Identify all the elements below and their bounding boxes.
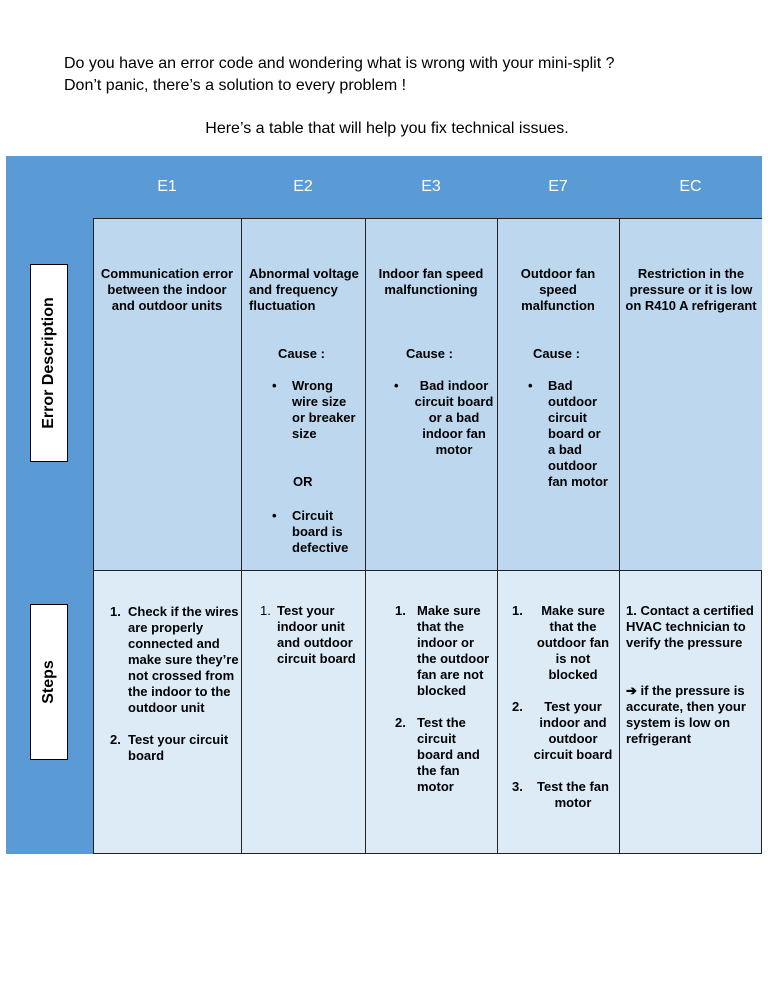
step-number: 1.: [395, 603, 406, 618]
desc-e2: Abnormal voltage and frequency fluctuati…: [249, 266, 359, 313]
grid-line: [619, 218, 620, 854]
step-number: 1.: [512, 603, 523, 618]
table-intro: Here’s a table that will help you fix te…: [205, 120, 569, 137]
desc-e7: Outdoor fan speed malfunction: [520, 266, 596, 313]
header-e7: E7: [548, 178, 568, 195]
grid-line: [497, 218, 498, 854]
step-number: 2.: [395, 715, 406, 730]
step-text: Test the circuit board and the fan motor: [417, 715, 480, 794]
grid-line: [93, 570, 762, 571]
step-number: 2.: [512, 699, 523, 714]
header-e1: E1: [157, 178, 177, 195]
header-ec: EC: [679, 178, 702, 195]
step-number: 1.: [260, 603, 271, 618]
desc-e1: Communication error between the indoor a…: [100, 266, 234, 313]
error-code-table: E1 E2 E3 E7 EC Error Description Steps C…: [6, 156, 762, 854]
step-text: Test your indoor and outdoor circuit boa…: [533, 699, 613, 762]
step-item: 3. Test the fan motor: [512, 779, 616, 811]
intro-text: Do you have an error code and wondering …: [64, 53, 615, 97]
step-text: Make sure that the outdoor fan is not bl…: [536, 603, 610, 682]
steps-ec-2: ➔ if the pressure is accurate, then your…: [626, 683, 760, 747]
step-number: 3.: [512, 779, 523, 794]
grid-line: [93, 218, 762, 219]
steps-e2: 1. Test your indoor unit and outdoor circ…: [260, 603, 364, 667]
cause-item: Wrong wire size or breaker size: [270, 378, 360, 442]
step-item: 1. Make sure that the indoor or the outdo…: [395, 603, 495, 699]
cause-list-e7: Bad outdoor circuit board or a bad outdo…: [526, 378, 608, 490]
row-label-description-box: Error Description: [30, 264, 68, 462]
cause-label-e7: Cause :: [533, 346, 580, 361]
step-text: Check if the wires are properly connecte…: [128, 604, 239, 715]
header-e2: E2: [293, 178, 313, 195]
steps-e7: 1. Make sure that the outdoor fan is not …: [512, 603, 616, 811]
step-text: Test the fan motor: [537, 779, 609, 810]
row-label-description: Error Description: [40, 297, 57, 429]
grid-line: [365, 218, 366, 854]
steps-ec-2-text: if the pressure is accurate, then your s…: [626, 683, 746, 746]
cause-item: Bad outdoor circuit board or a bad outdo…: [526, 378, 608, 490]
row-label-steps-box: Steps: [30, 604, 68, 760]
step-text: Make sure that the indoor or the outdoor…: [417, 603, 490, 698]
cause-item: Bad indoor circuit board or a bad indoor…: [392, 378, 494, 458]
arrow-right-icon: ➔: [626, 683, 637, 698]
grid-line: [93, 218, 94, 854]
table-header-row: E1 E2 E3 E7 EC: [6, 156, 762, 218]
step-number: 2.: [110, 732, 121, 747]
header-e3: E3: [421, 178, 441, 195]
cause-or: OR: [293, 474, 313, 489]
row-label-steps-cell: Steps: [6, 570, 93, 854]
steps-e3: 1. Make sure that the indoor or the outdo…: [395, 603, 495, 795]
step-item: 1. Test your indoor unit and outdoor circ…: [260, 603, 364, 667]
cause-list-e3: Bad indoor circuit board or a bad indoor…: [392, 378, 494, 458]
step-item: 2. Test your indoor and outdoor circuit b…: [512, 699, 616, 763]
step-item: 1. Make sure that the outdoor fan is not …: [512, 603, 616, 683]
intro-line-1: Do you have an error code and wondering …: [64, 55, 615, 72]
step-text: Test your circuit board: [128, 732, 229, 763]
cause-list-e2b: Circuit board is defective: [270, 508, 360, 556]
grid-line: [241, 218, 242, 854]
intro-line-2: Don’t panic, there’s a solution to every…: [64, 77, 407, 94]
cause-list-e2a: Wrong wire size or breaker size: [270, 378, 360, 442]
cause-label-e3: Cause :: [406, 346, 453, 361]
cause-label-e2: Cause :: [278, 346, 325, 361]
row-label-steps: Steps: [40, 660, 57, 704]
step-text: Test your indoor unit and outdoor circui…: [277, 603, 356, 666]
desc-ec: Restriction in the pressure or it is low…: [625, 266, 757, 313]
step-item: 1. Check if the wires are properly connec…: [110, 604, 240, 716]
step-item: 2. Test your circuit board: [110, 732, 240, 764]
steps-ec-1: 1. Contact a certified HVAC technician t…: [626, 603, 754, 650]
step-item: 2. Test the circuit board and the fan mot…: [395, 715, 495, 795]
step-number: 1.: [110, 604, 121, 619]
desc-e3: Indoor fan speed malfunctioning: [378, 266, 484, 297]
cause-item: Circuit board is defective: [270, 508, 360, 556]
row-label-description-cell: Error Description: [6, 218, 93, 570]
steps-e1: 1. Check if the wires are properly connec…: [110, 604, 240, 764]
